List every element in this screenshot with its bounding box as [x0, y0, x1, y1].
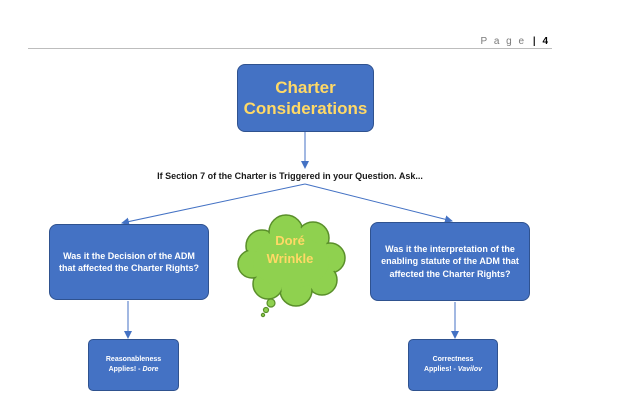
cloud-line-1: Doré: [275, 233, 305, 248]
page-header: P a g e | 4: [481, 36, 548, 47]
correctness-applies: Applies! - Vavilov: [424, 365, 482, 376]
page-separator: |: [532, 36, 536, 47]
reasonableness-applies: Applies! - Dore: [106, 365, 161, 376]
trigger-to-left-arrow: [121, 183, 306, 226]
dore-wrinkle-label: Doré Wrinkle: [246, 232, 334, 268]
cloud-line-2: Wrinkle: [266, 251, 314, 267]
trigger-to-right-arrow: [304, 183, 453, 224]
applies-text: Applies! -: [423, 366, 458, 373]
header-rule: [28, 48, 552, 49]
applies-text: Applies! -: [108, 366, 143, 373]
correctness-box: Correctness Applies! - Vavilov: [408, 339, 498, 391]
reasonableness-box: Reasonableness Applies! - Dore: [88, 339, 179, 391]
charter-considerations-box: Charter Considerations: [237, 64, 374, 132]
reasonableness-label: Reasonableness: [105, 355, 162, 363]
dore-case: Dore: [142, 366, 159, 373]
correctness-label: Correctness: [432, 355, 474, 363]
vavilov-case: Vavilov: [457, 366, 483, 373]
page-number: 4: [542, 36, 548, 47]
interpretation-question-box: Was it the interpretation of the enablin…: [370, 222, 530, 301]
trigger-text: If Section 7 of the Charter is Triggered…: [157, 171, 423, 181]
decision-question-box: Was it the Decision of the ADM that affe…: [49, 224, 209, 300]
page-label: P a g e: [480, 36, 527, 47]
cloud-shape: [237, 214, 346, 318]
